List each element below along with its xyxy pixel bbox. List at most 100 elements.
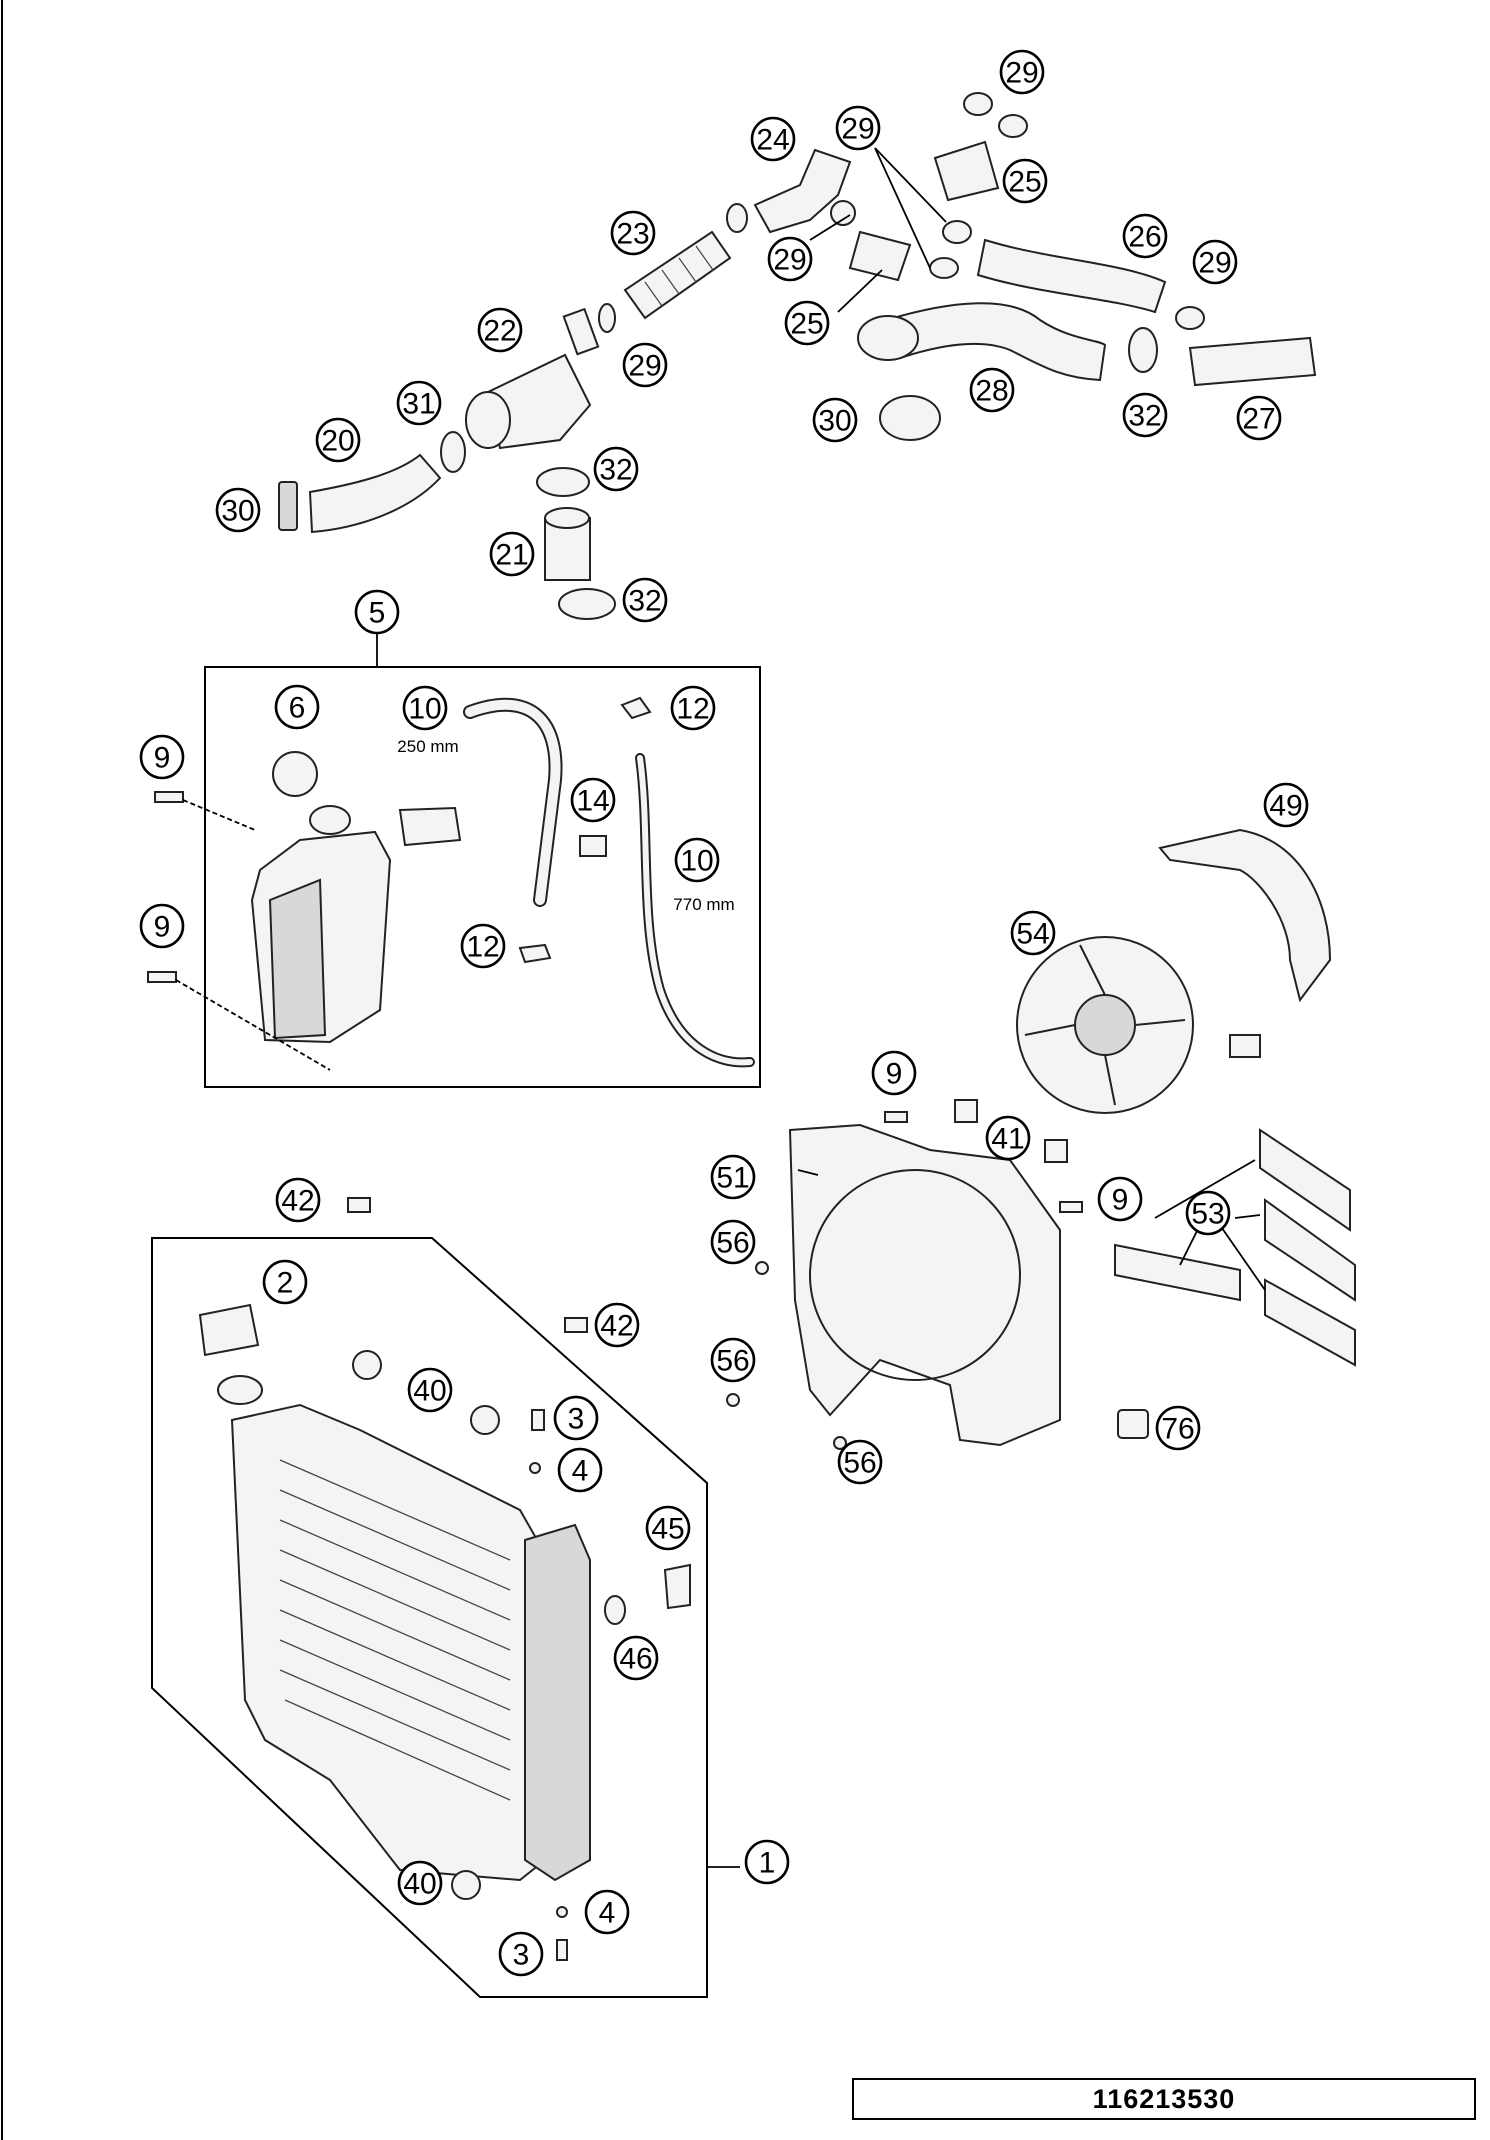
callout-number: 9 bbox=[1112, 1184, 1129, 1217]
callout-number: 46 bbox=[619, 1643, 652, 1676]
callout-circle bbox=[1122, 213, 1168, 259]
callout-number: 3 bbox=[568, 1403, 585, 1436]
callout-circle bbox=[871, 1050, 917, 1096]
pad-53c bbox=[1264, 1278, 1356, 1367]
callout-number: 32 bbox=[628, 585, 661, 618]
callout-circle bbox=[767, 236, 813, 282]
clamp-32b bbox=[536, 467, 590, 497]
group-box-1 bbox=[151, 1237, 708, 1998]
callout-number: 32 bbox=[1128, 400, 1161, 433]
clamp-29-26 bbox=[942, 220, 972, 244]
screw-56c bbox=[833, 1436, 847, 1450]
clip-12b bbox=[518, 943, 552, 964]
callout-number: 4 bbox=[599, 1897, 616, 1930]
washer-4a bbox=[529, 1462, 541, 1474]
callout-circle bbox=[215, 487, 261, 533]
callout-number: 28 bbox=[975, 375, 1008, 408]
callout-circle bbox=[670, 685, 716, 731]
pad-53a bbox=[1259, 1128, 1351, 1232]
callout-4: 4 bbox=[557, 1447, 603, 1493]
radiator-tank-right bbox=[524, 1523, 591, 1882]
callout-number: 40 bbox=[403, 1868, 436, 1901]
callout-number: 45 bbox=[651, 1513, 684, 1546]
callout-32: 32 bbox=[1122, 392, 1168, 438]
callout-circle bbox=[784, 300, 830, 346]
callout-number: 22 bbox=[483, 315, 516, 348]
callout-76: 76 bbox=[1155, 1405, 1201, 1451]
callout-41: 41 bbox=[985, 1115, 1031, 1161]
cap-2 bbox=[198, 1303, 260, 1357]
callout-circle bbox=[750, 116, 796, 162]
callout-number: 20 bbox=[321, 425, 354, 458]
callout-56: 56 bbox=[710, 1337, 756, 1383]
callout-circle bbox=[460, 923, 506, 969]
callout-23: 23 bbox=[610, 210, 656, 256]
radiator-filler bbox=[217, 1375, 263, 1405]
callout-circle bbox=[744, 1839, 790, 1885]
callout-number: 21 bbox=[495, 539, 528, 572]
grommet-76 bbox=[1117, 1409, 1149, 1439]
callout-number: 32 bbox=[599, 454, 632, 487]
pipe-27 bbox=[1188, 336, 1317, 387]
callout-circle bbox=[1122, 392, 1168, 438]
tank-filler-neck bbox=[309, 805, 351, 835]
callout-29: 29 bbox=[767, 236, 813, 282]
hose-26 bbox=[976, 238, 1167, 314]
screw-56a bbox=[755, 1261, 769, 1275]
tank-cap bbox=[398, 806, 462, 847]
callout-number: 29 bbox=[773, 244, 806, 277]
dimension-labels: 250 mm 770 mm bbox=[397, 737, 734, 914]
callout-circle bbox=[613, 1635, 659, 1681]
callout-5: 5 bbox=[354, 589, 400, 635]
callout-22: 22 bbox=[477, 307, 523, 353]
callout-circle bbox=[837, 1439, 883, 1485]
cap-6 bbox=[272, 751, 318, 797]
callout-circle bbox=[622, 342, 668, 388]
callout-number: 10 bbox=[680, 845, 713, 878]
thermostat-22-port bbox=[465, 391, 511, 449]
expansion-tank-front bbox=[268, 878, 327, 1040]
callout-32: 32 bbox=[593, 446, 639, 492]
callout-circle bbox=[402, 685, 448, 731]
callout-20: 20 bbox=[315, 417, 361, 463]
callout-circle bbox=[498, 1931, 544, 1977]
grommet-41a bbox=[954, 1099, 978, 1123]
callout-56: 56 bbox=[837, 1439, 883, 1485]
callout-3: 3 bbox=[553, 1395, 599, 1441]
callout-49: 49 bbox=[1263, 782, 1309, 828]
clamp-29b bbox=[830, 200, 856, 226]
callout-circle bbox=[710, 1154, 756, 1200]
fan-hub bbox=[1074, 994, 1136, 1056]
callout-circle bbox=[139, 734, 185, 780]
callout-number: 29 bbox=[628, 350, 661, 383]
callout-number: 23 bbox=[616, 218, 649, 251]
callout-number: 30 bbox=[818, 405, 851, 438]
clamp-32a bbox=[1128, 327, 1158, 373]
callout-number: 25 bbox=[1008, 166, 1041, 199]
callout-9: 9 bbox=[871, 1050, 917, 1096]
callout-number: 10 bbox=[408, 693, 441, 726]
screw-56b bbox=[726, 1393, 740, 1407]
callout-26: 26 bbox=[1122, 213, 1168, 259]
callout-circle bbox=[645, 1505, 691, 1551]
hose-25b bbox=[933, 140, 1000, 202]
callout-number: 29 bbox=[1198, 247, 1231, 280]
callout-4: 4 bbox=[584, 1889, 630, 1935]
pad-53b bbox=[1264, 1198, 1356, 1302]
leader-lines bbox=[707, 147, 1266, 1868]
callout-number: 14 bbox=[576, 785, 609, 818]
sensor-45 bbox=[663, 1563, 691, 1610]
hose-assembly-upper bbox=[278, 92, 1317, 620]
callout-number: 4 bbox=[572, 1455, 589, 1488]
callout-56: 56 bbox=[710, 1219, 756, 1265]
callout-number: 56 bbox=[716, 1227, 749, 1260]
callout-1: 1 bbox=[744, 1839, 790, 1885]
fan-assembly bbox=[726, 828, 1356, 1450]
bracket-49 bbox=[1158, 828, 1332, 1003]
callout-12: 12 bbox=[460, 923, 506, 969]
bolt-3a bbox=[531, 1409, 545, 1431]
callout-10: 10 bbox=[674, 837, 720, 883]
grommet-40c bbox=[451, 1870, 481, 1900]
